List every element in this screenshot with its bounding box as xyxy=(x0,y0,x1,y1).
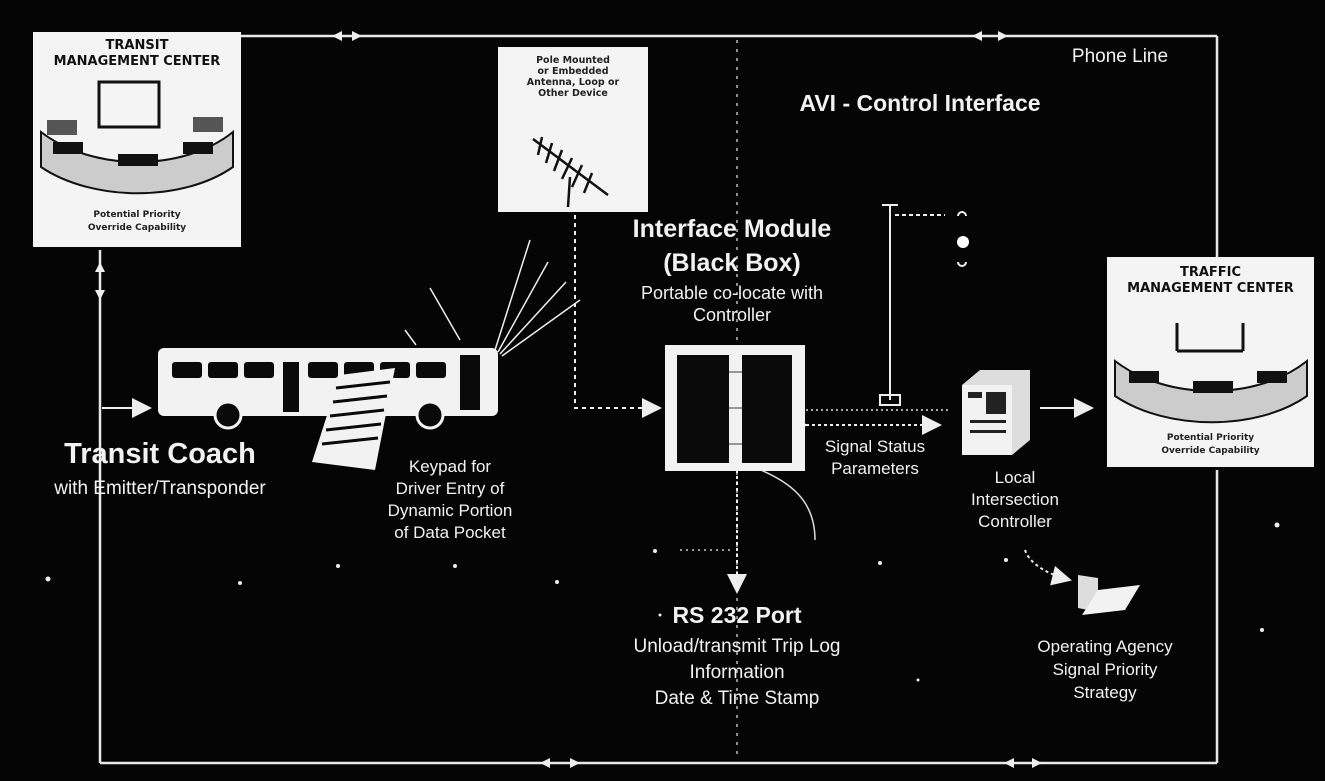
traffic-title-line1: TRAFFIC xyxy=(1179,265,1242,280)
rs232-line2: Information xyxy=(689,662,785,683)
operating-agency-line1: Operating Agency xyxy=(1037,637,1173,656)
interface-module-title-line2: (Black Box) xyxy=(663,249,801,277)
local-controller-line2: Intersection xyxy=(971,490,1059,509)
phone-line-label: Phone Line xyxy=(1071,46,1169,67)
transmission-beams xyxy=(404,239,581,357)
traffic-caption-line1: Potential Priority xyxy=(1166,433,1255,443)
antenna-icon xyxy=(532,136,609,208)
phone-line-loop xyxy=(98,34,1219,765)
signal-status-line1: Signal Status xyxy=(824,437,926,456)
antenna-line4: Other Device xyxy=(538,88,608,99)
signal-pole xyxy=(879,204,945,406)
antenna-line2: or Embedded xyxy=(537,66,609,77)
interface-module-title-line1: Interface Module xyxy=(632,215,832,243)
tmc-title-line1: TRANSIT xyxy=(105,38,169,53)
keypad-line3: Dynamic Portion xyxy=(387,501,513,520)
keypad-line2: Driver Entry of xyxy=(395,479,505,498)
transit-coach-title: Transit Coach xyxy=(64,438,256,470)
antenna-line3: Antenna, Loop or xyxy=(526,77,620,88)
traffic-management-center-panel: TRAFFIC MANAGEMENT CENTER Potential Prio… xyxy=(1107,257,1314,467)
transit-management-center-panel: TRANSIT MANAGEMENT CENTER Potential Prio… xyxy=(33,32,241,247)
keypad-illustration xyxy=(312,368,395,470)
tmc-caption-line1: Potential Priority xyxy=(93,210,181,220)
traffic-caption-line2: Override Capability xyxy=(1161,446,1260,456)
local-controller-line3: Controller xyxy=(978,512,1052,531)
controller-cabinet xyxy=(962,370,1030,455)
agency-laptop xyxy=(1078,575,1140,615)
signal-light xyxy=(957,236,969,248)
operating-agency-line2: Signal Priority xyxy=(1052,660,1158,679)
bus-illustration xyxy=(158,348,498,430)
transit-coach-subtitle: with Emitter/Transponder xyxy=(54,478,266,499)
antenna-panel: Pole Mounted or Embedded Antenna, Loop o… xyxy=(498,47,648,212)
rs232-line3: Date & Time Stamp xyxy=(654,688,820,709)
signal-status-line2: Parameters xyxy=(831,459,919,478)
local-controller-line1: Local xyxy=(994,468,1036,487)
antenna-line1: Pole Mounted xyxy=(536,55,610,66)
interface-module-box xyxy=(665,345,805,471)
interface-module-sub-line1: Portable co-locate with xyxy=(640,283,824,303)
antenna-to-module-line xyxy=(574,215,662,418)
traffic-console-illustration xyxy=(1114,323,1308,424)
controller-to-agency-line xyxy=(1024,549,1072,586)
rs232-line1: Unload/transmit Trip Log xyxy=(633,636,841,657)
operating-agency-line3: Strategy xyxy=(1073,683,1137,702)
keypad-line4: of Data Pocket xyxy=(394,523,506,542)
tmc-title-line2: MANAGEMENT CENTER xyxy=(53,54,221,69)
noise-dots xyxy=(45,522,1280,682)
interface-module-sub-line2: Controller xyxy=(692,305,772,325)
traffic-title-line2: MANAGEMENT CENTER xyxy=(1127,281,1294,296)
transit-console-illustration xyxy=(40,80,234,195)
rs232-title: RS 232 Port xyxy=(672,602,802,628)
phone-line-arrows xyxy=(95,31,1042,768)
keypad-line1: Keypad for xyxy=(408,457,492,476)
avi-control-interface-label: AVI - Control Interface xyxy=(799,90,1041,116)
tmc-caption-line2: Override Capability xyxy=(87,223,187,233)
